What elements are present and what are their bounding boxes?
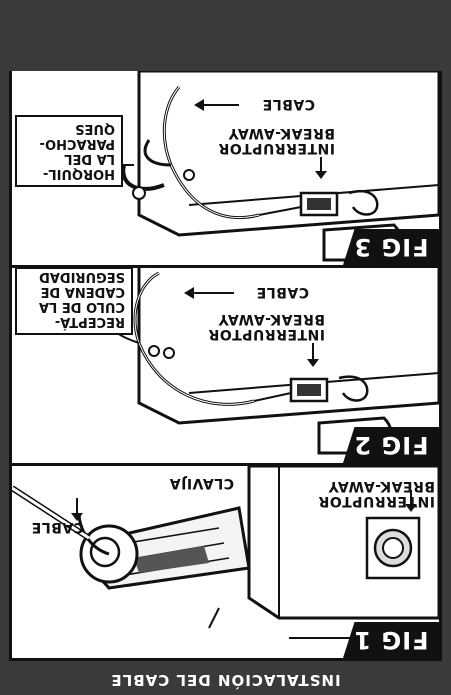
figure-3-switch-label: INTERRUPTOR BREAK-AWAY <box>218 125 335 156</box>
callout-line-2: LA DEL <box>64 151 115 166</box>
switch-label-line-2: BREAK-AWAY <box>228 125 335 141</box>
figure-1-cable-label: CABLE <box>31 519 84 535</box>
switch-label-line-2: BREAK-AWAY <box>218 311 325 327</box>
callout-line-4: SEGURIDAD <box>39 269 125 284</box>
figure-2-cable-label: CABLE <box>256 284 309 300</box>
callout-line-1: RECEPTÁ- <box>54 314 125 329</box>
callout-line-3: CADENA DE <box>40 284 125 299</box>
figure-2-callout-box: RECEPTÁ- CULO DE LA CADENA DE SEGURIDAD <box>15 267 133 335</box>
figure-1-badge: FIG 1 <box>343 622 439 658</box>
figure-2: FIG 2 INTERRUPTOR BREAK-AWAY CABLE RECEP… <box>12 265 439 466</box>
figure-2-illustration <box>109 265 439 455</box>
figure-3: FIG 3 INTERRUPTOR BREAK-AWAY CABLE HORQU… <box>12 71 439 268</box>
figures-frame: FIG 1 INTERRUPTOR BREAK-AWAY CLAVIJA CAB… <box>9 71 442 661</box>
switch-label-line-1: INTERRUPTOR <box>318 493 435 509</box>
title-bar: INSTALACIÓN DEL CABLE <box>0 661 451 695</box>
figure-3-illustration <box>121 71 439 262</box>
figure-3-cable-label: CABLE <box>262 96 315 112</box>
callout-line-4: QUES <box>75 121 115 136</box>
callout-line-3: PARACHO- <box>39 136 115 151</box>
switch-label-line-2: BREAK-AWAY <box>328 478 435 494</box>
callout-line-2: CULO DE LA <box>38 299 125 314</box>
figure-2-switch-label: INTERRUPTOR BREAK-AWAY <box>208 311 325 342</box>
page-title: INSTALACIÓN DEL CABLE <box>110 671 341 689</box>
figure-1: FIG 1 INTERRUPTOR BREAK-AWAY CLAVIJA CAB… <box>12 466 439 658</box>
figure-1-pin-label: CLAVIJA <box>169 475 234 491</box>
figure-2-badge: FIG 2 <box>343 427 439 463</box>
switch-label-line-1: INTERRUPTOR <box>218 140 335 156</box>
figure-3-badge: FIG 3 <box>343 229 439 265</box>
figure-1-switch-label: INTERRUPTOR BREAK-AWAY <box>318 478 435 509</box>
callout-line-1: HORQUIL- <box>42 166 115 181</box>
switch-label-line-1: INTERRUPTOR <box>208 326 325 342</box>
figure-3-callout-box: HORQUIL- LA DEL PARACHO- QUES <box>15 115 123 187</box>
figure-1-illustration <box>12 466 439 639</box>
